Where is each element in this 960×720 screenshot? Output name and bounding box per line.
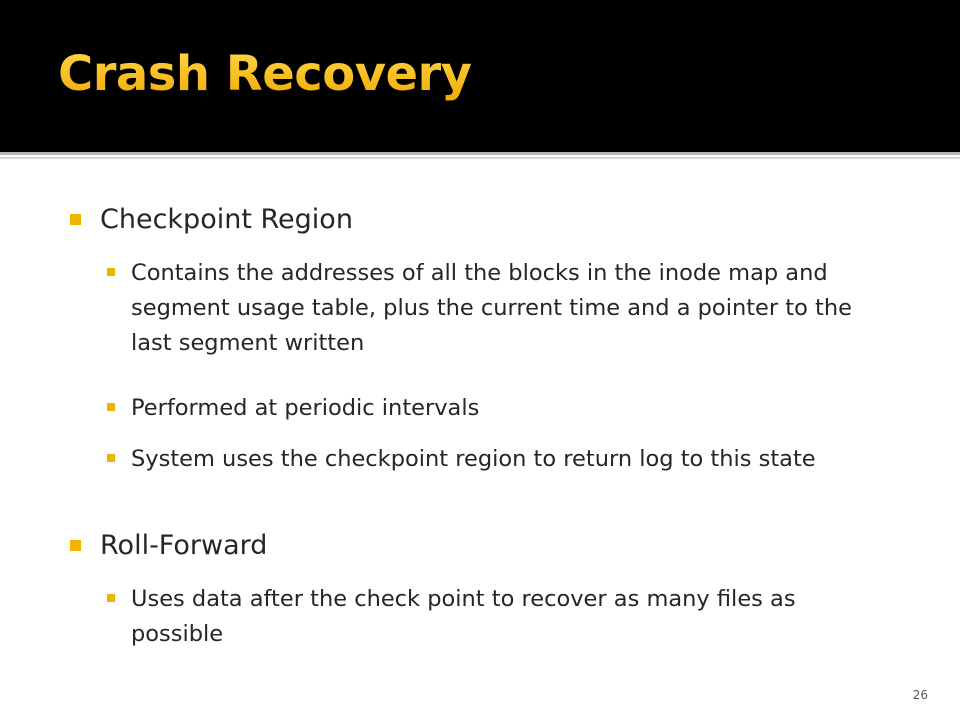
bullet-item: Checkpoint Region	[70, 202, 920, 238]
page-number: 26	[912, 688, 928, 702]
square-bullet-icon	[70, 540, 81, 551]
title-divider-secondary	[0, 157, 960, 159]
title-bar	[0, 0, 960, 152]
square-bullet-icon	[107, 268, 115, 276]
sub-bullet-item: System uses the checkpoint region to ret…	[107, 442, 861, 477]
square-bullet-icon	[70, 214, 81, 225]
sub-bullet-item: Uses data after the check point to recov…	[107, 582, 861, 652]
sub-bullet-text: Contains the addresses of all the blocks…	[131, 260, 852, 356]
slide-title: Crash Recovery	[58, 46, 472, 102]
title-divider	[0, 152, 960, 155]
bullet-text: Checkpoint Region	[100, 204, 353, 235]
bullet-text: Roll-Forward	[100, 530, 268, 561]
square-bullet-icon	[107, 594, 115, 602]
bullet-item: Roll-Forward	[70, 528, 920, 564]
square-bullet-icon	[107, 454, 115, 462]
sub-bullet-item: Performed at periodic intervals	[107, 391, 861, 426]
sub-bullet-text: Uses data after the check point to recov…	[131, 586, 796, 647]
sub-bullet-text: System uses the checkpoint region to ret…	[131, 446, 816, 472]
square-bullet-icon	[107, 403, 115, 411]
sub-bullet-text: Performed at periodic intervals	[131, 395, 480, 421]
sub-bullet-item: Contains the addresses of all the blocks…	[107, 256, 861, 361]
